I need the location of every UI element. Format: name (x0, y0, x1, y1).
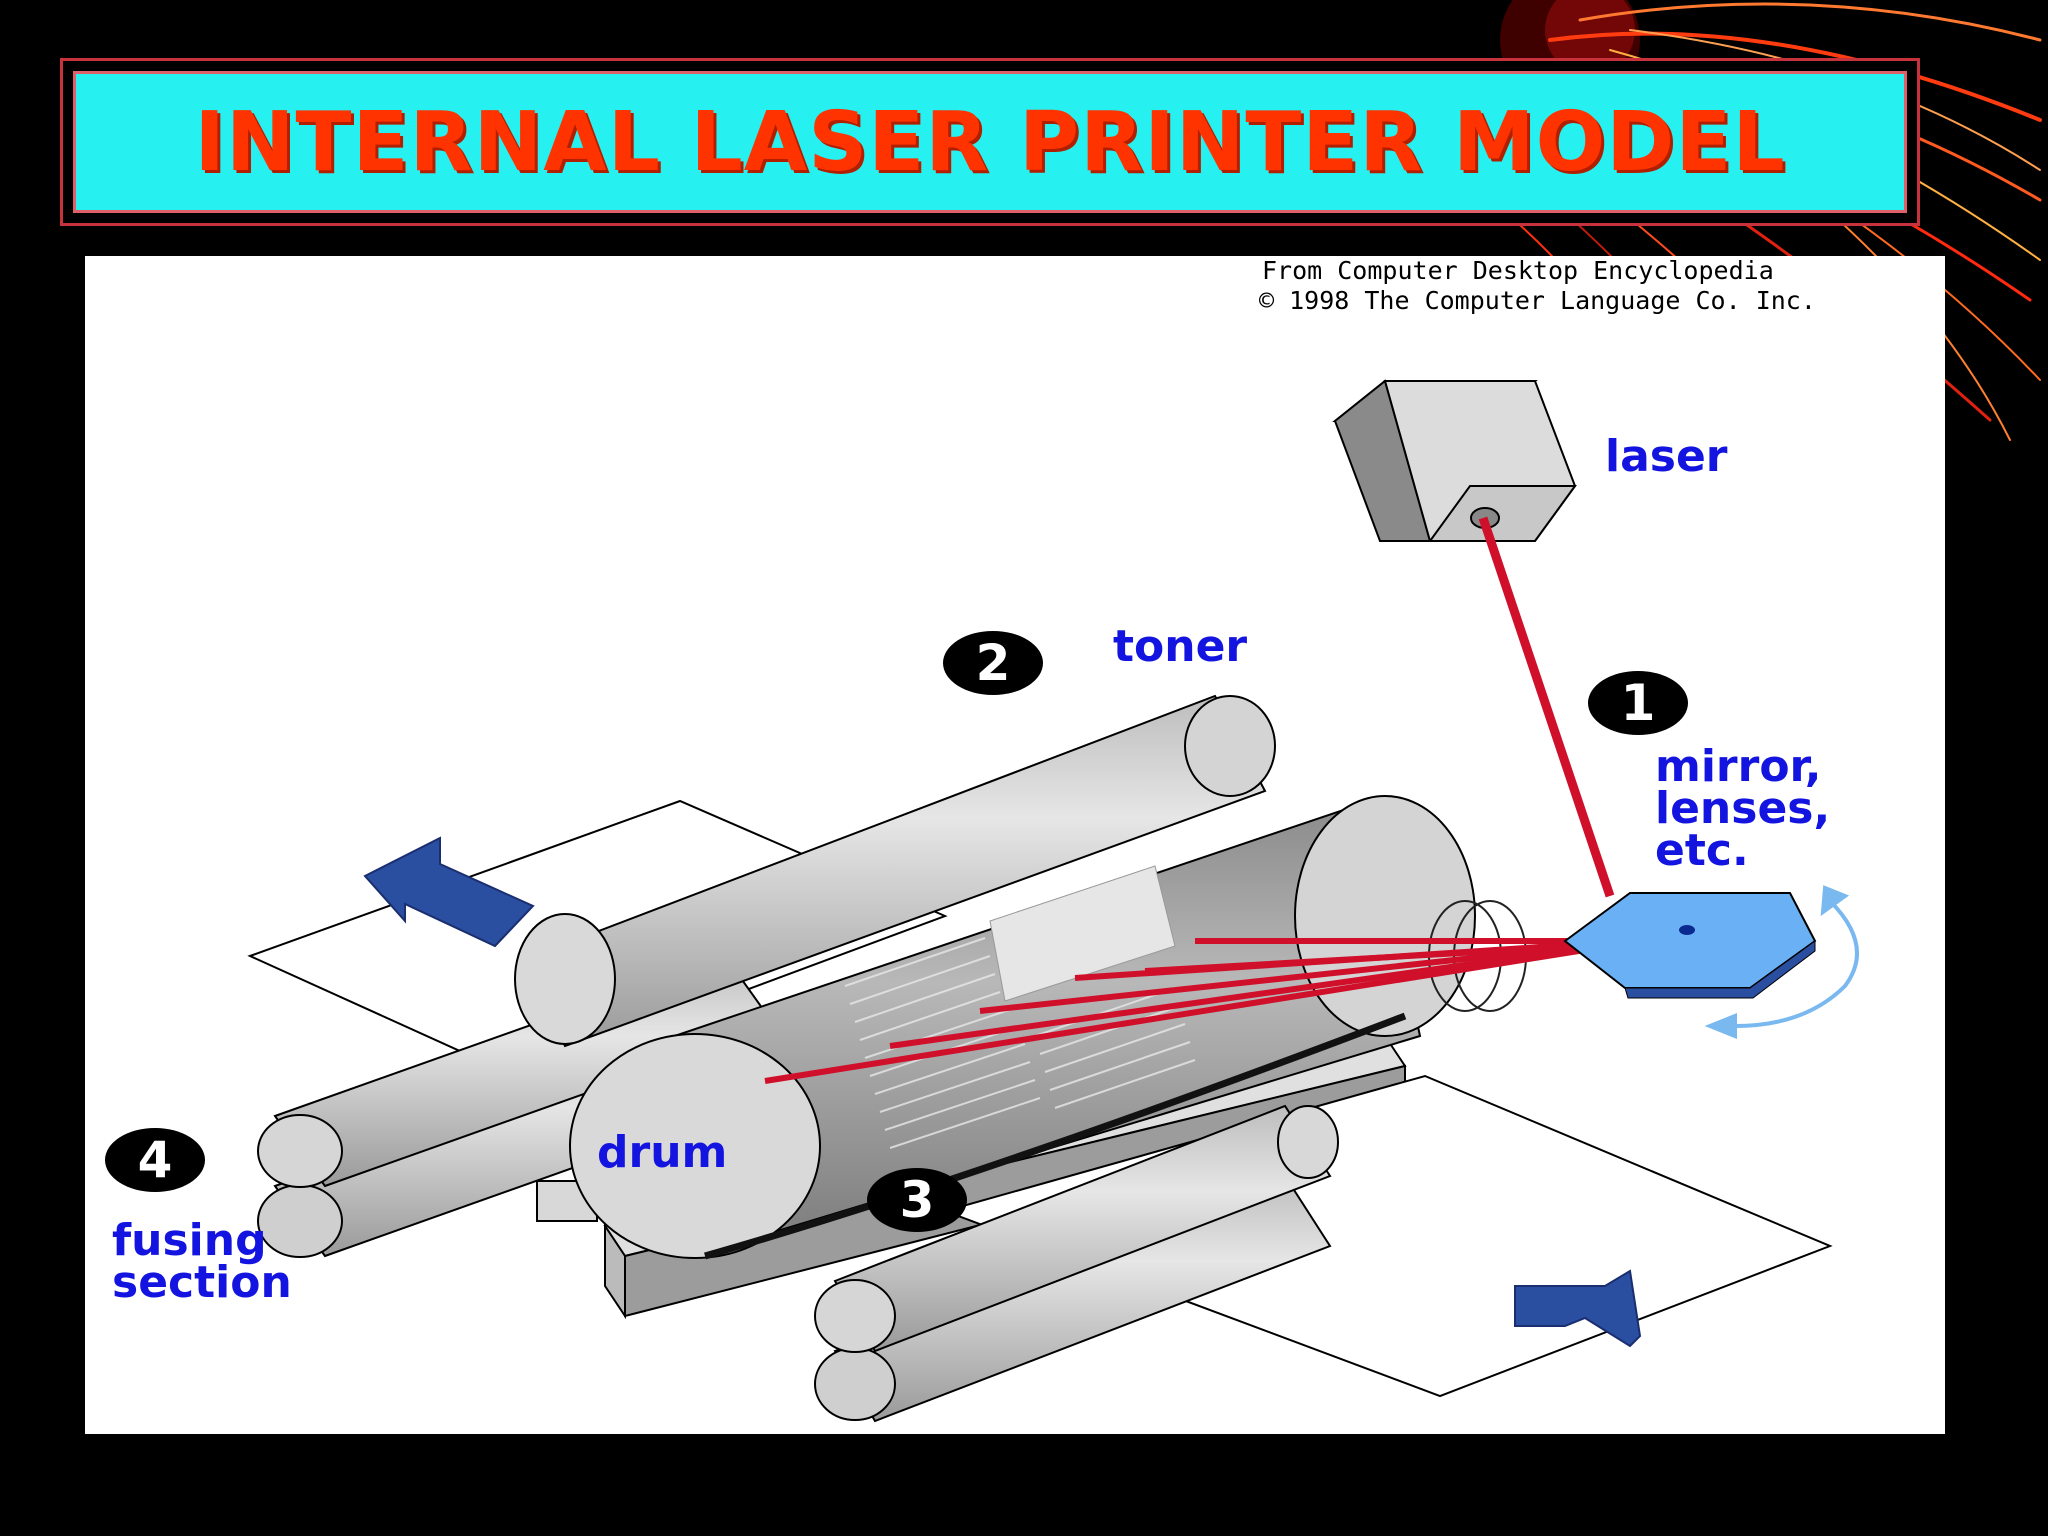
diagram-panel: From Computer Desktop Encyclopedia © 199… (85, 256, 1945, 1434)
credit-line-2: © 1998 The Computer Language Co. Inc. (1259, 286, 1816, 315)
toner-roller (514, 694, 1276, 1048)
step-2-badge: 2 (943, 631, 1043, 695)
scan-beams (764, 938, 1586, 1084)
drum-label: drum (597, 1127, 728, 1178)
fusing-label-line1: fusing (112, 1215, 267, 1266)
step-1-badge: 1 (1588, 671, 1688, 735)
mirror-label-line3: etc. (1655, 825, 1749, 876)
title-inner: INTERNAL LASER PRINTER MODEL (73, 71, 1907, 213)
printer-diagram (247, 379, 1859, 1423)
hexagon-mirror-icon (1563, 892, 1817, 999)
laser-label: laser (1605, 431, 1728, 482)
rotation-arrow-icon (1704, 885, 1859, 1039)
mirror-label-line2: lenses, (1655, 783, 1831, 834)
laser-beam (1478, 516, 1615, 898)
step-3-badge: 3 (867, 1168, 967, 1232)
toner-label: toner (1113, 621, 1248, 672)
title-banner: INTERNAL LASER PRINTER MODEL (60, 58, 1920, 226)
feed-rollers (814, 1104, 1339, 1423)
mirror-label-line1: mirror, (1655, 741, 1822, 792)
paper-direction-arrow-icon (1514, 1269, 1642, 1348)
step-4-badge: 4 (105, 1128, 205, 1192)
fusing-label-line2: section (112, 1257, 292, 1308)
laser-unit-icon (1332, 379, 1577, 542)
paper-direction-arrow-icon (363, 836, 535, 948)
credit-line-1: From Computer Desktop Encyclopedia (1262, 256, 1774, 285)
page-title: INTERNAL LASER PRINTER MODEL (194, 94, 1786, 190)
